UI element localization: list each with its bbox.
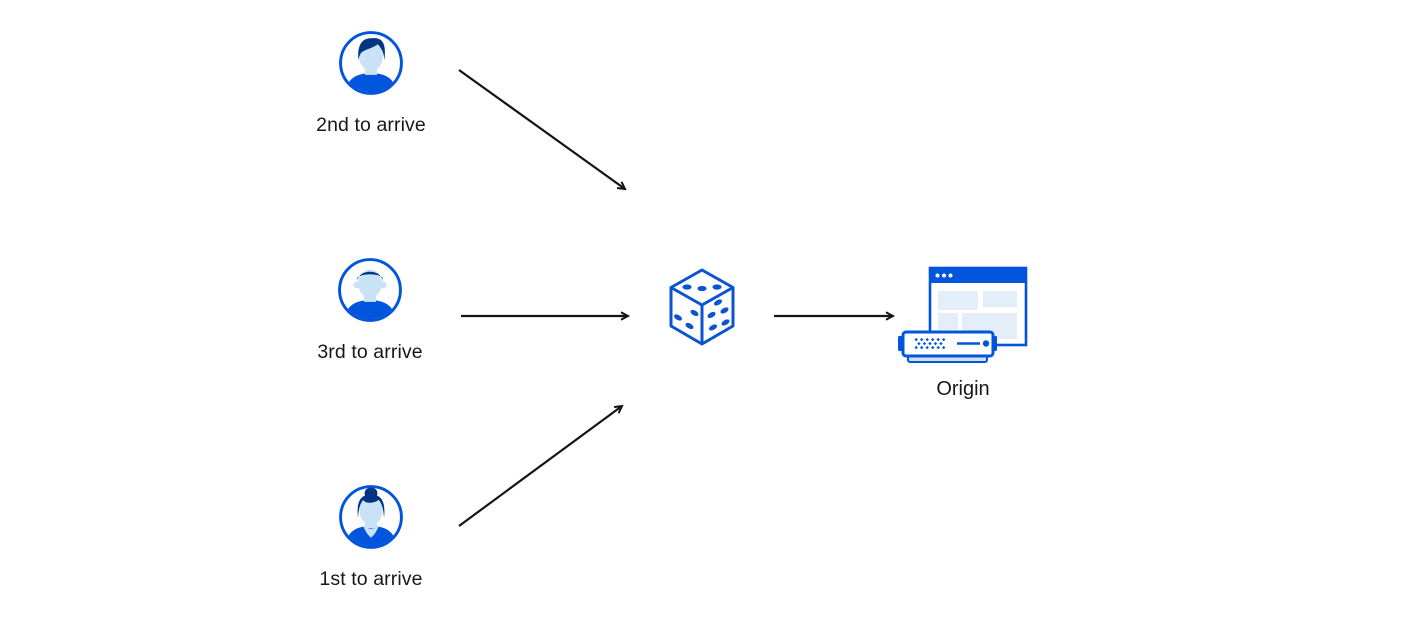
origin-node: Origin — [897, 263, 1029, 401]
user-label-3rd: 3rd to arrive — [317, 341, 423, 363]
user-node-2nd: 2nd to arrive — [291, 30, 451, 136]
user-label-2nd: 2nd to arrive — [316, 114, 426, 136]
origin-label: Origin — [936, 378, 990, 400]
arrow-user2nd-to-dice — [458, 69, 627, 191]
origin-server-browser-icon — [898, 266, 1028, 363]
dice-node — [667, 266, 737, 350]
user-avatar-man-short-hair-icon — [338, 258, 402, 322]
user-node-3rd: 3rd to arrive — [290, 257, 450, 363]
user-avatar-woman-bun-icon — [339, 485, 403, 549]
user-label-1st: 1st to arrive — [319, 568, 423, 590]
user-node-1st: 1st to arrive — [291, 484, 451, 590]
dice-icon — [669, 268, 735, 346]
user-avatar-man-quiff-icon — [339, 31, 403, 95]
arrow-user1st-to-dice — [458, 404, 624, 527]
